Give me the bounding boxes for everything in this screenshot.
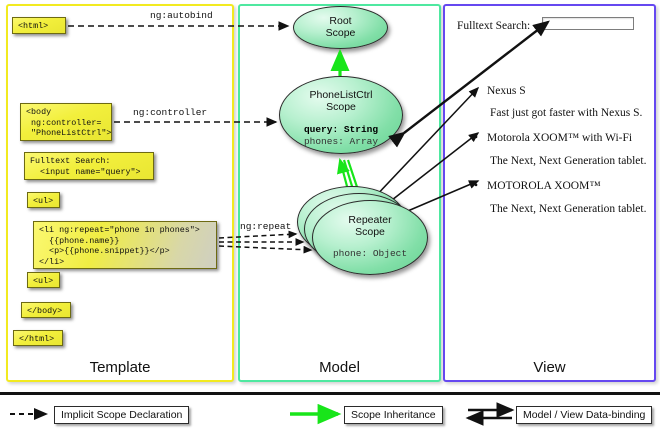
bullet-icon-1: • [474, 132, 479, 144]
bullet-icon-0: • [474, 85, 479, 97]
view-search-label: Fulltext Search: [457, 20, 531, 32]
ul-close-box: <ul> [27, 272, 60, 288]
view-phone-name-text-0: Nexus S [487, 85, 526, 97]
ng-repeat-label: ng:repeat [240, 221, 292, 232]
repeater-scope-line2: Scope [355, 226, 385, 238]
view-column-label: View [533, 359, 566, 376]
prop-phone: phone: Object [332, 248, 408, 259]
fulltext-search-box: Fulltext Search: <input name="query"> [24, 152, 154, 180]
view-phone-name-1: • Motorola XOOM™ with Wi-Fi [474, 132, 633, 144]
view-phone-snippet-1: The Next, Next Generation tablet. [490, 155, 647, 167]
view-content: Fulltext Search: • Nexus S Fast just got… [445, 6, 650, 376]
html-open-box: <html> [12, 17, 66, 34]
legend-model-view-data-binding: Model / View Data-binding [516, 406, 653, 424]
body-controller-box: <body ng:controller= "PhoneListCtrl"> [20, 103, 112, 141]
bullet-icon-2: • [474, 180, 479, 192]
legend-divider [0, 392, 660, 395]
view-phone-name-2: • MOTOROLA XOOM™ [474, 180, 601, 192]
html-close-box: </html> [13, 330, 63, 346]
view-phone-name-0: • Nexus S [474, 85, 526, 97]
prop-query: query: String [303, 124, 379, 135]
phonelistctrl-scope-line2: Scope [326, 101, 356, 113]
prop-phones: phones: Array [303, 135, 379, 147]
root-scope-line2: Scope [325, 27, 356, 39]
ng-autobind-label: ng:autobind [150, 10, 213, 21]
legend-scope-inheritance: Scope Inheritance [344, 406, 443, 424]
view-phone-name-text-1: Motorola XOOM™ with Wi-Fi [487, 132, 633, 144]
template-column-label: Template [89, 359, 151, 376]
ng-controller-label: ng:controller [133, 107, 208, 118]
fulltext-search-input[interactable] [542, 17, 634, 30]
model-column-label: Model [319, 359, 360, 376]
phonelistctrl-scope-props: query: String phones: Array [280, 113, 402, 147]
view-phone-snippet-2: The Next, Next Generation tablet. [490, 203, 647, 215]
li-repeat-box: <li ng:repeat="phone in phones"> {{phone… [33, 221, 217, 269]
legend-implicit-scope-declaration: Implicit Scope Declaration [54, 406, 190, 424]
view-phone-name-text-2: MOTOROLA XOOM™ [487, 180, 601, 192]
view-phone-snippet-0: Fast just got faster with Nexus S. [490, 107, 643, 119]
repeater-scope-props: phone: Object [313, 238, 427, 260]
ul-open-box: <ul> [27, 192, 60, 208]
body-close-box: </body> [21, 302, 71, 318]
